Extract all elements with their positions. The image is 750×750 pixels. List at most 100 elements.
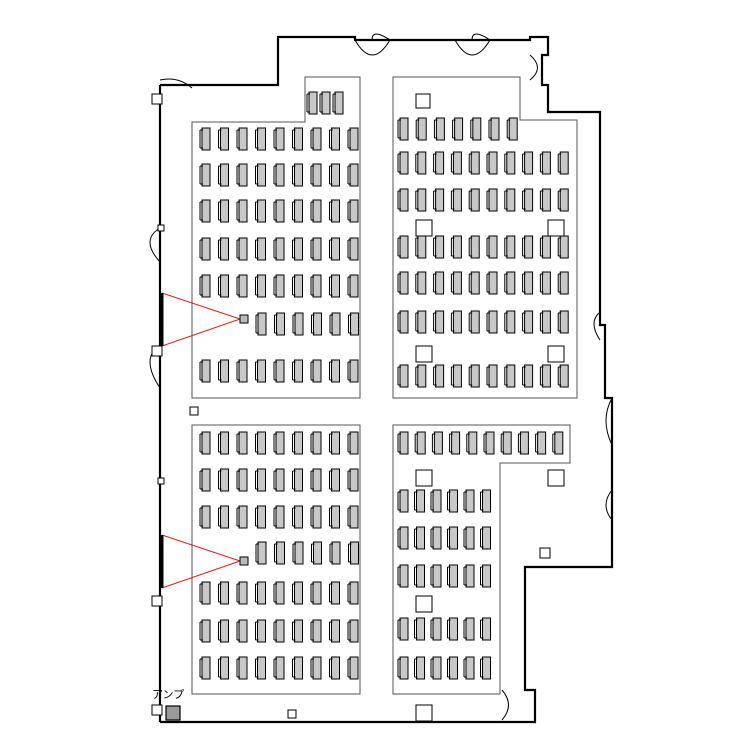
chair-icon xyxy=(236,468,248,492)
seating-block-3 xyxy=(191,424,361,695)
chair-icon xyxy=(310,619,322,643)
column-icon xyxy=(415,595,433,613)
chair-icon xyxy=(415,310,427,334)
chair-icon xyxy=(430,617,442,641)
chair-icon xyxy=(433,310,445,334)
chair-icon xyxy=(415,271,427,295)
column-icon xyxy=(415,219,433,237)
chair-icon xyxy=(480,656,491,680)
chair-icon xyxy=(506,117,518,141)
door-icon xyxy=(371,33,391,41)
chair-icon xyxy=(199,199,211,223)
chair-icon xyxy=(310,431,322,455)
chair-icon xyxy=(255,656,266,680)
seating-block-2 xyxy=(392,76,578,399)
chair-icon xyxy=(504,364,516,388)
chair-icon xyxy=(292,199,303,223)
door-icon xyxy=(593,311,601,341)
seating-block-4 xyxy=(392,424,571,695)
chair-icon xyxy=(397,489,409,513)
chair-icon xyxy=(273,274,285,298)
chair-icon xyxy=(504,188,516,212)
chair-icon xyxy=(310,127,322,151)
chair-icon xyxy=(329,312,341,336)
chair-icon xyxy=(539,235,551,259)
chair-icon xyxy=(557,235,569,259)
chair-icon xyxy=(236,581,248,605)
chair-icon xyxy=(522,271,534,295)
chair-icon xyxy=(236,619,248,643)
chair-icon xyxy=(449,431,461,455)
chair-icon xyxy=(347,359,359,383)
projection-lines xyxy=(160,292,249,589)
chair-icon xyxy=(433,151,445,175)
chair-icon xyxy=(415,117,427,141)
chair-icon xyxy=(397,271,409,295)
projection-line xyxy=(161,318,241,347)
chair-icon xyxy=(292,274,303,298)
chair-icon xyxy=(273,619,285,643)
chair-icon xyxy=(430,526,442,550)
door-icon xyxy=(501,689,509,721)
chair-icon xyxy=(273,581,285,605)
chair-icon xyxy=(273,468,285,492)
chair-icon xyxy=(310,237,322,261)
column-icon xyxy=(157,224,165,232)
chair-icon xyxy=(199,656,211,680)
chair-icon xyxy=(329,468,340,492)
chair-icon xyxy=(480,489,491,513)
chair-icon xyxy=(466,431,478,455)
chair-icon xyxy=(199,581,211,605)
chair-icon xyxy=(535,431,547,455)
chair-icon xyxy=(199,237,211,261)
chair-icon xyxy=(347,127,359,151)
column-icon xyxy=(415,704,433,722)
chair-icon xyxy=(218,359,229,383)
chair-icon xyxy=(504,310,516,334)
chair-icon xyxy=(468,364,480,388)
chair-icon xyxy=(480,564,491,588)
chair-icon xyxy=(218,581,229,605)
chair-icon xyxy=(329,163,340,187)
chair-icon xyxy=(447,489,458,513)
chair-icon xyxy=(218,468,229,492)
chair-icon xyxy=(255,541,267,565)
chair-icon xyxy=(292,127,303,151)
chair-icon xyxy=(255,274,266,298)
projector-icon xyxy=(239,314,249,324)
chair-icon xyxy=(552,431,564,455)
chair-icon xyxy=(522,364,534,388)
chair-icon xyxy=(218,237,229,261)
column-icon xyxy=(415,469,433,487)
chair-icon xyxy=(468,151,480,175)
chair-icon xyxy=(397,310,409,334)
chair-icon xyxy=(348,541,359,565)
amp-label: アンプ xyxy=(152,688,185,701)
chair-icon xyxy=(218,619,229,643)
chair-icon xyxy=(539,364,551,388)
projection-line xyxy=(161,534,241,562)
chair-icon xyxy=(500,431,512,455)
chair-icon xyxy=(539,310,551,334)
chair-icon xyxy=(415,188,427,212)
chair-icon xyxy=(273,656,285,680)
door-icon xyxy=(529,54,538,81)
chair-icon xyxy=(218,505,229,529)
chair-icon xyxy=(255,127,266,151)
chair-icon xyxy=(347,163,359,187)
misc-fixtures xyxy=(165,705,181,721)
chair-icon xyxy=(397,364,409,388)
chair-icon xyxy=(236,199,248,223)
door-icon xyxy=(354,39,391,56)
chair-icon xyxy=(273,359,285,383)
column-icon xyxy=(287,709,297,719)
column-icon xyxy=(151,704,163,716)
chair-icon xyxy=(463,489,475,513)
chair-icon xyxy=(486,188,498,212)
chair-icon xyxy=(255,468,266,492)
chair-icon xyxy=(430,489,442,513)
chair-icon xyxy=(329,505,340,529)
chair-icon xyxy=(347,505,359,529)
chair-icon xyxy=(199,431,211,455)
chair-icon xyxy=(483,431,495,455)
